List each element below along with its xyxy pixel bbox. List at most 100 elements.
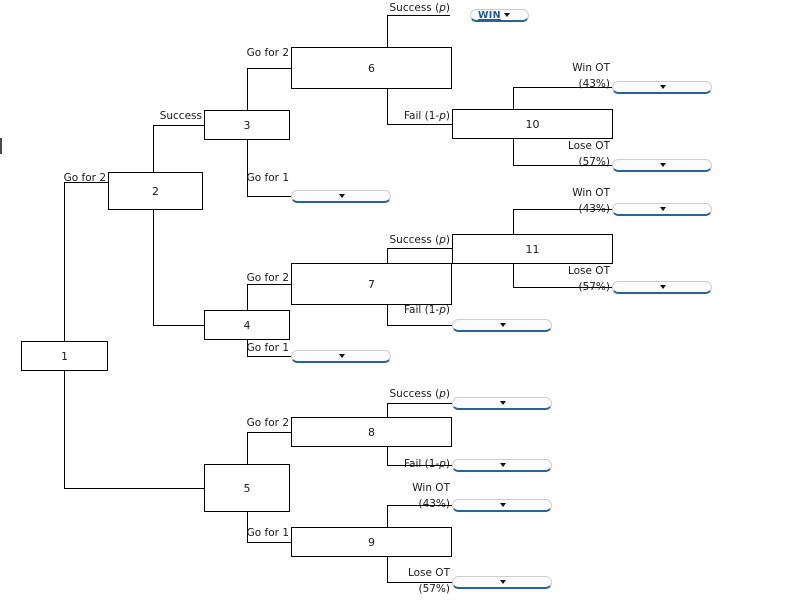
branch-label: Success (p) <box>389 388 450 400</box>
branch-label: Fail (1-p) <box>403 110 450 122</box>
tree-node-9[interactable]: 9 <box>291 527 452 557</box>
dropdown-4-goforl[interactable] <box>291 350 391 363</box>
tree-node-2[interactable]: 2 <box>108 172 203 210</box>
dropdown-8-success[interactable] <box>452 397 552 410</box>
branch-label: Success (p) <box>389 2 450 14</box>
chevron-down-icon <box>659 163 666 167</box>
branch-label: (57%) <box>578 281 610 293</box>
connector-line <box>513 165 612 166</box>
connector-line <box>387 124 452 125</box>
dropdown-8-fail[interactable] <box>452 459 552 472</box>
connector-line <box>247 140 248 196</box>
branch-label: (43%) <box>418 498 450 510</box>
tree-node-6[interactable]: 6 <box>291 47 452 89</box>
dropdown-11-winot[interactable] <box>612 203 712 216</box>
tree-node-11[interactable]: 11 <box>452 234 613 264</box>
branch-label: Go for 1 <box>246 527 289 539</box>
connector-line <box>64 371 65 488</box>
tree-node-label: 6 <box>368 61 375 75</box>
tree-node-8[interactable]: 8 <box>291 417 452 447</box>
dropdown-win[interactable]: WIN <box>470 9 529 22</box>
tree-node-label: 2 <box>152 184 159 198</box>
branch-label: Lose OT <box>567 265 610 277</box>
connector-line <box>513 139 514 165</box>
branch-label: Go for 2 <box>246 417 289 429</box>
tree-node-4[interactable]: 4 <box>204 310 290 340</box>
connector-line <box>247 432 248 464</box>
branch-label: Lose OT <box>567 140 610 152</box>
connector-line <box>387 15 450 16</box>
tree-node-3[interactable]: 3 <box>204 110 290 140</box>
connector-line <box>247 512 248 542</box>
connector-line <box>387 465 452 466</box>
connector-line <box>64 488 204 489</box>
branch-label: Go for 1 <box>246 172 289 184</box>
connector-line <box>513 87 514 109</box>
tree-node-label: 5 <box>243 481 251 495</box>
tree-node-label: 8 <box>368 425 375 439</box>
tree-node-label: 4 <box>243 318 251 332</box>
branch-label: Win OT <box>572 62 610 74</box>
connector-line <box>387 248 388 263</box>
branch-label: Win OT <box>412 482 450 494</box>
dropdown-10-loseot[interactable] <box>612 159 712 172</box>
dropdown-value: WIN <box>478 9 501 21</box>
connector-line <box>153 125 204 126</box>
chevron-down-icon <box>499 463 506 467</box>
branch-label: Success <box>159 110 202 122</box>
connector-line <box>387 505 452 506</box>
connector-line <box>153 325 204 326</box>
connector-line <box>387 305 388 325</box>
tree-node-label: 10 <box>525 117 540 131</box>
connector-line <box>513 287 612 288</box>
tree-node-label: 1 <box>61 349 68 363</box>
dropdown-9-loseot[interactable] <box>452 576 552 589</box>
chevron-down-icon <box>338 354 345 358</box>
chevron-down-icon <box>499 401 506 405</box>
connector-line <box>247 284 248 310</box>
dropdown-10-winot[interactable] <box>612 81 712 94</box>
branch-label: Go for 2 <box>246 272 289 284</box>
connector-line <box>387 15 388 47</box>
connector-line <box>247 356 291 357</box>
tree-node-1[interactable]: 1 <box>21 341 108 371</box>
connector-line <box>387 582 452 583</box>
tree-node-7[interactable]: 7 <box>291 263 452 305</box>
chevron-down-icon <box>499 323 506 327</box>
chevron-down-icon <box>659 285 666 289</box>
connector-line <box>387 505 388 527</box>
connector-line <box>513 264 514 287</box>
branch-label: Lose OT <box>407 567 450 579</box>
connector-line <box>247 340 248 356</box>
clipped-edge-artifact <box>0 138 2 154</box>
connector-line <box>513 87 612 88</box>
connector-line <box>387 403 388 417</box>
branch-label: (43%) <box>578 78 610 90</box>
connector-line <box>153 125 154 172</box>
chevron-down-icon <box>659 85 666 89</box>
connector-line <box>64 182 108 183</box>
connector-line <box>387 557 388 582</box>
dropdown-7-fail[interactable] <box>452 319 552 332</box>
connector-line <box>513 209 514 234</box>
dropdown-9-winot[interactable] <box>452 499 552 512</box>
chevron-down-icon <box>499 580 506 584</box>
branch-label: (57%) <box>418 583 450 595</box>
connector-line <box>247 432 291 433</box>
branch-label: Win OT <box>572 187 610 199</box>
tree-node-label: 9 <box>368 535 375 549</box>
connector-line <box>387 403 452 404</box>
dropdown-3-goforl[interactable] <box>291 190 391 203</box>
connector-line <box>247 284 291 285</box>
tree-node-10[interactable]: 10 <box>452 109 613 139</box>
branch-label: Go for 1 <box>246 342 289 354</box>
connector-line <box>387 248 452 249</box>
dropdown-11-loseot[interactable] <box>612 281 712 294</box>
tree-node-5[interactable]: 5 <box>204 464 290 512</box>
chevron-down-icon <box>503 13 510 17</box>
tree-node-label: 3 <box>243 118 251 132</box>
connector-line <box>247 68 248 110</box>
chevron-down-icon <box>659 207 666 211</box>
branch-label: Go for 2 <box>246 47 289 59</box>
tree-node-label: 11 <box>525 242 540 256</box>
